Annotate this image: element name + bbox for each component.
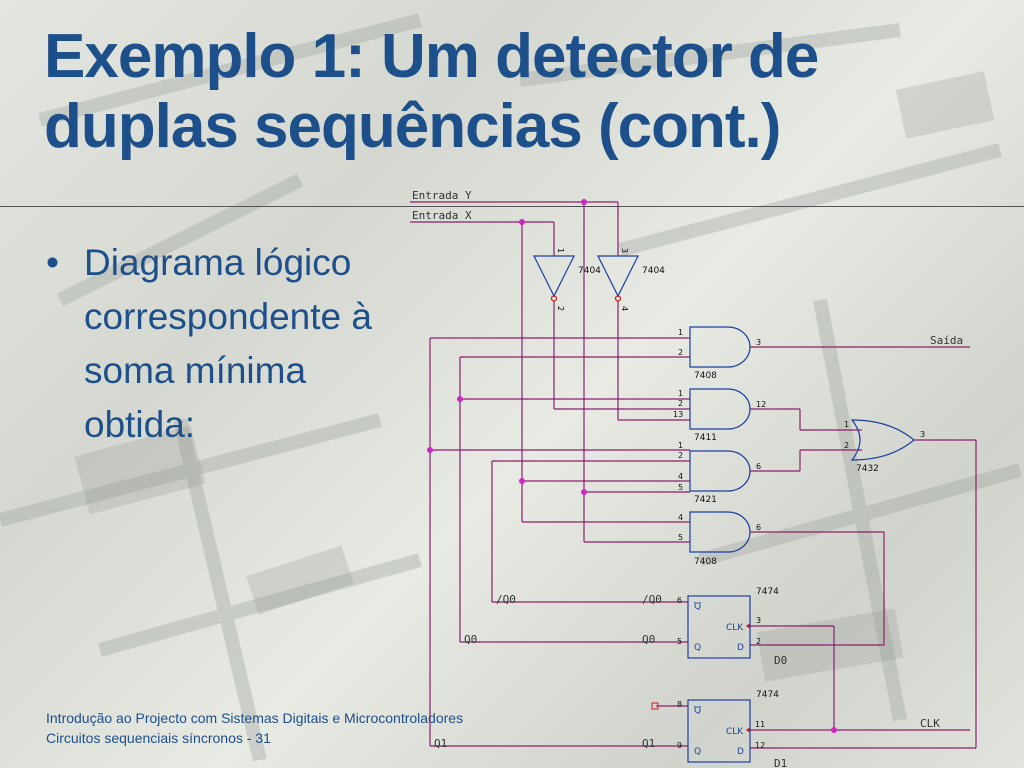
pin-ff1-clk: 11 xyxy=(755,720,765,729)
or-gate-7432-icon xyxy=(850,419,915,461)
pin-g4-b: 5 xyxy=(678,533,683,542)
svg-text:Q: Q xyxy=(694,643,701,653)
pin-g3-d: 5 xyxy=(678,483,683,492)
pin-g1-b: 2 xyxy=(678,348,683,357)
part-label-ff1: 7474 xyxy=(756,690,779,700)
bullet-dot-icon: • xyxy=(46,242,59,283)
net-label-entrada-y: Entrada Y xyxy=(412,189,472,202)
slide-footer: Introdução ao Projecto com Sistemas Digi… xyxy=(46,708,463,748)
net-label-q0-bar-right: /Q0 xyxy=(642,593,662,606)
net-label-d0: D0 xyxy=(774,654,787,667)
part-label-inv2: 7404 xyxy=(642,266,665,276)
part-label-and4: 7421 xyxy=(694,495,717,505)
pin-ff1-qb: 8 xyxy=(677,700,682,709)
pin-or-y: 3 xyxy=(920,430,925,439)
pin-inv1-out: 2 xyxy=(556,306,565,311)
part-label-or2: 7432 xyxy=(856,464,879,474)
pin-ff1-d: 12 xyxy=(755,741,765,750)
net-label-saida: Saída xyxy=(930,334,963,347)
logic-schematic: Q CLK Q D Q CLK Q D Entrada Y Entrada X … xyxy=(410,189,977,768)
wires xyxy=(410,201,977,749)
pin-g3-a: 1 xyxy=(678,441,683,450)
pin-g3-c: 4 xyxy=(678,472,683,481)
net-label-q1-right: Q1 xyxy=(642,737,655,750)
pin-g4-y: 6 xyxy=(756,523,761,532)
and-gate-7408-top-icon xyxy=(689,326,751,368)
pin-ff0-q: 5 xyxy=(677,637,682,646)
pin-ff0-d: 2 xyxy=(756,637,761,646)
svg-text:D: D xyxy=(737,747,744,757)
title-divider xyxy=(0,206,1024,207)
pin-ff0-clk: 3 xyxy=(756,616,761,625)
pin-g1-y: 3 xyxy=(756,338,761,347)
flip-flop-0: Q CLK Q D xyxy=(687,595,751,659)
bullet-text: Diagrama lógico correspondente à soma mí… xyxy=(84,242,372,445)
pin-inv2-out: 4 xyxy=(620,306,629,311)
pin-g3-b: 2 xyxy=(678,451,683,460)
pin-or-b: 2 xyxy=(844,441,849,450)
slide-title: Exemplo 1: Um detector de duplas sequênc… xyxy=(44,22,819,161)
svg-text:Q: Q xyxy=(694,706,701,716)
svg-text:D: D xyxy=(737,643,744,653)
junction-dots xyxy=(427,199,837,733)
pin-or-a: 1 xyxy=(844,420,849,429)
unconnected-pin-marker xyxy=(651,702,659,710)
footer-section: Circuitos sequenciais síncronos - 31 xyxy=(46,730,271,746)
pin-ff0-qb: 6 xyxy=(677,596,682,605)
pin-g2-a: 1 xyxy=(678,389,683,398)
inverter-7404-a-icon xyxy=(533,255,575,302)
net-label-clk: CLK xyxy=(920,717,940,730)
net-label-q1-left: Q1 xyxy=(434,737,447,750)
net-label-q0-right: Q0 xyxy=(642,633,655,646)
and-gate-7421-icon xyxy=(689,450,751,492)
flip-flop-1: Q CLK Q D xyxy=(687,699,751,763)
part-label-and1: 7408 xyxy=(694,371,717,381)
pin-ff1-q: 9 xyxy=(677,741,682,750)
net-label-q0-bar-left: /Q0 xyxy=(496,593,516,606)
svg-text:CLK: CLK xyxy=(726,727,744,737)
pin-inv1-in: 1 xyxy=(556,248,565,253)
inverter-7404-b-icon xyxy=(597,255,639,302)
pin-g2-b: 2 xyxy=(678,399,683,408)
and-gate-7411-icon xyxy=(689,388,751,430)
pin-g2-y: 12 xyxy=(756,400,766,409)
svg-text:CLK: CLK xyxy=(726,623,744,633)
part-label-and3: 7411 xyxy=(694,433,717,443)
net-label-entrada-x: Entrada X xyxy=(412,209,472,222)
bullet-item: • Diagrama lógico correspondente à soma … xyxy=(46,236,386,452)
part-label-and2: 7408 xyxy=(694,557,717,567)
part-label-ff0: 7474 xyxy=(756,587,779,597)
part-label-inv1: 7404 xyxy=(578,266,601,276)
svg-text:Q: Q xyxy=(694,602,701,612)
pin-g4-a: 4 xyxy=(678,513,683,522)
net-label-q0-left: Q0 xyxy=(464,633,477,646)
net-label-d1: D1 xyxy=(774,757,787,768)
pin-g1-a: 1 xyxy=(678,328,683,337)
pin-inv2-in: 3 xyxy=(620,248,629,253)
footer-course: Introdução ao Projecto com Sistemas Digi… xyxy=(46,710,464,726)
and-gate-7408-bottom-icon xyxy=(689,511,751,553)
pin-g2-c: 13 xyxy=(673,410,683,419)
pin-g3-y: 6 xyxy=(756,462,761,471)
svg-text:Q: Q xyxy=(694,747,701,757)
